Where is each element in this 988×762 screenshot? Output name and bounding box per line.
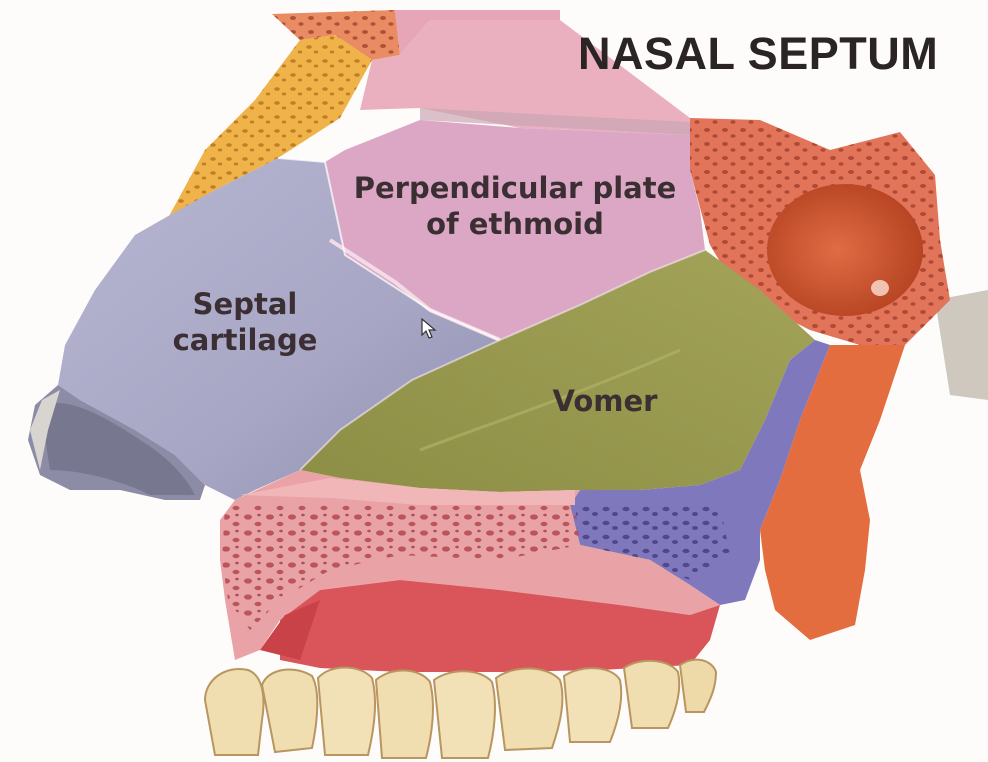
diagram-title: NASAL SEPTUM: [578, 28, 938, 80]
label-perpendicular-plate-line1: Perpendicular plate: [335, 170, 695, 206]
sphenoid-sinus: [767, 184, 923, 316]
label-septal-cartilage-line2: cartilage: [160, 322, 330, 358]
arrow-cursor-icon: [421, 318, 437, 340]
label-perpendicular-plate-line2: of ethmoid: [335, 206, 695, 242]
label-septal-cartilage-line1: Septal: [160, 286, 330, 322]
teeth: [205, 660, 716, 758]
label-vomer: Vomer: [540, 383, 670, 419]
label-perpendicular-plate: Perpendicular plate of ethmoid: [335, 170, 695, 242]
label-septal-cartilage: Septal cartilage: [160, 286, 330, 358]
